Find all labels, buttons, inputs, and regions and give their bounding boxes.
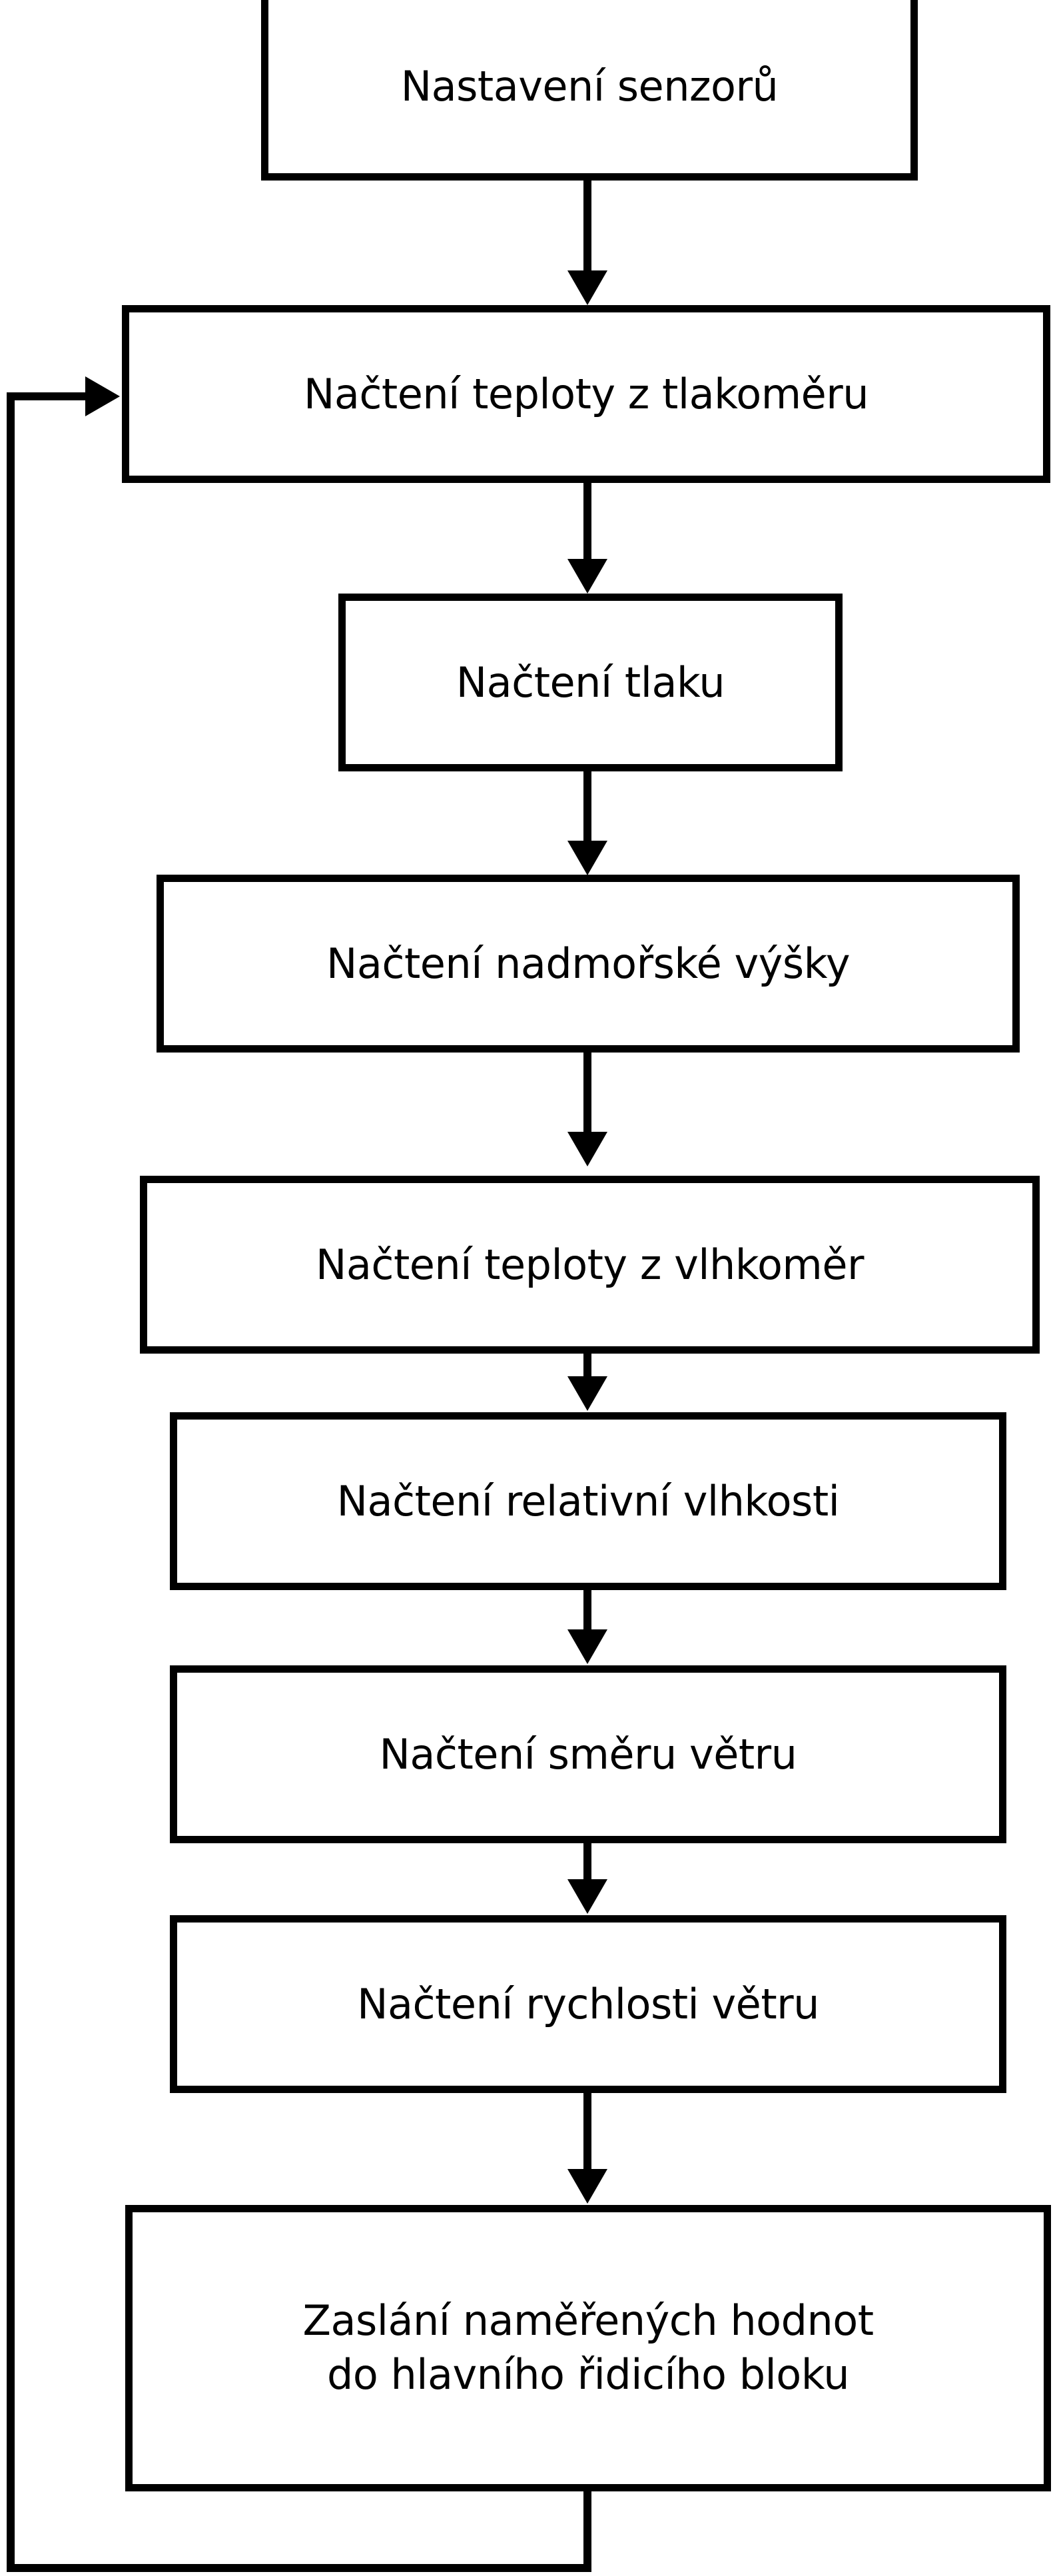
flow-node-label: Načtení tlaku [456,657,725,707]
edge-node6-to-node7-arrowhead [567,1629,607,1664]
flow-node-label: Nastavení senzorů [400,62,779,111]
flow-node-nacteni-relativni-vlhkosti[interactable]: Načtení relativní vlhkosti [170,1412,1006,1590]
edge-node3-to-node4-line [583,771,591,845]
flow-node-nacteni-nadmorske-vysky[interactable]: Načtení nadmořské výšky [157,875,1020,1053]
edge-loopback-horizontal-top [7,392,90,400]
flow-node-label: Načtení nadmořské výšky [326,939,851,988]
flow-node-nastaveni-senzoru[interactable]: Nastavení senzorů [261,0,918,181]
flow-node-label: Načtení teploty z vlhkoměr [316,1240,864,1289]
edge-node7-to-node8-arrowhead [567,1879,607,1914]
edge-loopback-vertical-up [7,392,15,2572]
edge-node1-to-node2-arrowhead [567,270,607,305]
edge-loopback-arrowhead [85,376,120,416]
edge-node3-to-node4-arrowhead [567,841,607,875]
edge-loopback-horizontal-bottom [7,2564,591,2572]
edge-node2-to-node3-line [583,483,591,563]
edge-loopback-vertical-down [583,2491,591,2572]
flow-node-label: Načtení rychlosti větru [357,1979,819,2028]
flow-node-nacteni-teploty-z-tlakomeru[interactable]: Načtení teploty z tlakoměru [122,305,1050,483]
flow-node-nacteni-smeru-vetru[interactable]: Načtení směru větru [170,1665,1006,1843]
flow-node-nacteni-tlaku[interactable]: Načtení tlaku [338,594,843,771]
flow-node-nacteni-rychlosti-vetru[interactable]: Načtení rychlosti větru [170,1915,1006,2093]
flow-node-label: Načtení teploty z tlakoměru [303,369,869,418]
edge-node8-to-node9-line [583,2093,591,2173]
flow-node-label: Načtení relativní vlhkosti [336,1476,840,1525]
flow-node-label: Zaslání naměřených hodnot do hlavního ři… [302,2296,874,2399]
edge-node8-to-node9-arrowhead [567,2169,607,2204]
edge-node5-to-node6-line [583,1354,591,1380]
edge-node5-to-node6-arrowhead [567,1376,607,1411]
flow-node-label: Načtení směru větru [379,1729,797,1779]
edge-node7-to-node8-line [583,1843,591,1883]
edge-node2-to-node3-arrowhead [567,559,607,594]
edge-node6-to-node7-line [583,1590,591,1633]
flow-node-zaslani-namerenych-hodnot[interactable]: Zaslání naměřených hodnot do hlavního ři… [125,2205,1051,2491]
edge-node4-to-node5-arrowhead [567,1132,607,1166]
edge-node4-to-node5-line [583,1053,591,1136]
edge-node1-to-node2-line [583,181,591,274]
flow-node-nacteni-teploty-z-vlhkomeru[interactable]: Načtení teploty z vlhkoměr [140,1176,1040,1354]
